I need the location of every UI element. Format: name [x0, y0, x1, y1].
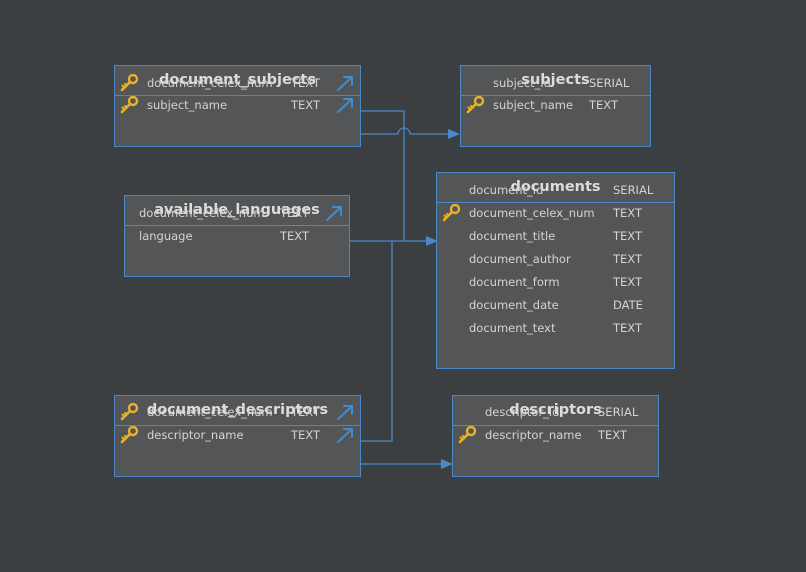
link-subjects-celex	[361, 110, 405, 241]
column-type: TEXT	[598, 428, 627, 442]
key-icon	[119, 402, 139, 421]
column-row[interactable]: document_author TEXT	[437, 249, 674, 269]
link-subject-name	[361, 127, 460, 139]
column-name: document_celex_num	[139, 206, 265, 220]
column-name: document_form	[469, 275, 560, 289]
column-row[interactable]: document_text TEXT	[437, 318, 674, 338]
key-icon	[457, 425, 477, 444]
key-icon	[441, 203, 461, 222]
column-name: document_date	[469, 298, 559, 312]
foreign-key-arrow-icon	[336, 427, 354, 443]
column-name: descriptor_name	[485, 428, 582, 442]
column-row[interactable]: subject_name TEXT	[115, 95, 360, 115]
column-type: SERIAL	[613, 183, 654, 197]
column-row[interactable]: descriptor_id SERIAL	[453, 402, 658, 422]
column-row[interactable]: descriptor_name TEXT	[453, 425, 658, 445]
column-type: DATE	[613, 298, 643, 312]
column-name: document_celex_num	[147, 405, 273, 419]
column-row[interactable]: document_celex_num TEXT	[115, 402, 360, 422]
column-name: document_celex_num	[469, 206, 595, 220]
key-icon	[119, 95, 139, 114]
column-name: document_author	[469, 252, 571, 266]
column-name: subject_id	[493, 76, 551, 90]
table-title: available_languages	[125, 196, 349, 226]
column-name: language	[139, 229, 193, 243]
table-title: document_descriptors	[115, 396, 360, 426]
column-type: TEXT	[613, 275, 642, 289]
column-name: descriptor_name	[147, 428, 244, 442]
column-row[interactable]: document_celex_num TEXT	[437, 203, 674, 223]
column-row[interactable]: subject_id SERIAL	[461, 73, 650, 93]
column-name: document_title	[469, 229, 556, 243]
table-subjects[interactable]: subjects subject_id SERIAL subject_name TEX…	[460, 65, 651, 147]
column-type: TEXT	[613, 321, 642, 335]
column-row[interactable]: document_celex_num TEXT	[125, 203, 349, 223]
column-name: descriptor_id	[485, 405, 560, 419]
column-type: TEXT	[613, 206, 642, 220]
column-row[interactable]: subject_name TEXT	[461, 95, 650, 115]
column-type: TEXT	[280, 229, 309, 243]
foreign-key-arrow-icon	[336, 75, 354, 91]
table-title: documents	[437, 173, 674, 203]
table-title: subjects	[461, 66, 650, 96]
key-icon	[465, 95, 485, 114]
column-row[interactable]: language TEXT	[125, 226, 349, 246]
key-icon	[119, 73, 139, 92]
column-type: SERIAL	[589, 76, 630, 90]
column-name: document_id	[469, 183, 544, 197]
column-name: subject_name	[147, 98, 228, 112]
table-title: descriptors	[453, 396, 658, 426]
column-type: TEXT	[291, 76, 320, 90]
column-name: document_celex_num	[147, 76, 273, 90]
column-row[interactable]: document_form TEXT	[437, 272, 674, 292]
column-row[interactable]: document_id SERIAL	[437, 180, 674, 200]
table-title: document_subjects	[115, 66, 360, 96]
column-type: TEXT	[291, 428, 320, 442]
column-type: TEXT	[280, 206, 309, 220]
table-documents[interactable]: documents document_id SERIAL document_cele…	[436, 172, 675, 369]
column-type: TEXT	[589, 98, 618, 112]
foreign-key-arrow-icon	[336, 404, 354, 420]
column-row[interactable]: descriptor_name TEXT	[115, 425, 360, 445]
column-type: TEXT	[291, 405, 320, 419]
foreign-key-arrow-icon	[325, 205, 343, 221]
column-type: TEXT	[613, 229, 642, 243]
key-icon	[119, 425, 139, 444]
column-row[interactable]: document_title TEXT	[437, 226, 674, 246]
column-row[interactable]: document_celex_num TEXT	[115, 73, 360, 93]
column-name: document_text	[469, 321, 556, 335]
column-type: TEXT	[291, 98, 320, 112]
column-name: subject_name	[493, 98, 574, 112]
column-type: SERIAL	[598, 405, 639, 419]
foreign-key-arrow-icon	[336, 97, 354, 113]
column-row[interactable]: document_date DATE	[437, 295, 674, 315]
link-descriptors-celex	[361, 241, 393, 442]
column-type: TEXT	[613, 252, 642, 266]
